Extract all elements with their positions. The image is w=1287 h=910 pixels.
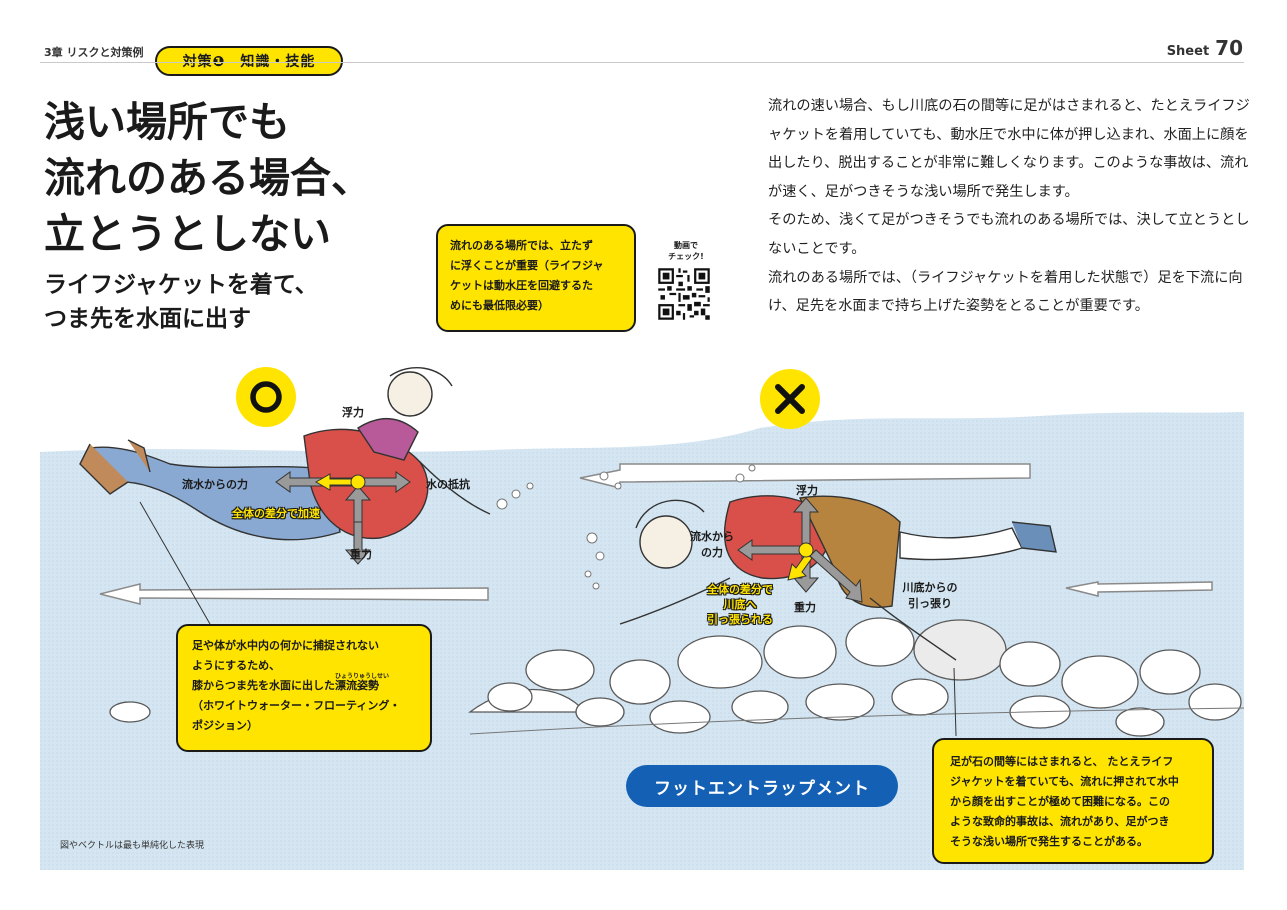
subtitle-line: つま先を水面に出す [44,306,251,332]
callout-pointer-left [139,501,211,625]
qr-block: 動画で チェック! [656,240,716,326]
category-badge: 対策❶ 知識・技能 [155,46,343,76]
label-line: 全体の差分で [707,583,773,596]
qr-label: 動画で チェック! [656,240,716,262]
sheet-num: 70 [1215,36,1243,60]
body-paragraph: 流れのある場所では、（ライフジャケットを着用した状態で）足を下流に向け、足先を水… [768,269,1243,315]
tip-note: 流れのある場所では、立たず に浮くことが重要（ライフジャ ケットは動水圧を回避す… [436,224,636,332]
qr-label-line: チェック! [668,252,704,261]
subtitle-line: ライフジャケットを着て、 [44,272,318,298]
callout-line: から顔を出すことが極めて困難になる。この [950,795,1170,808]
flow-arrow-left [99,583,489,605]
callout-line: 足が石の間等にはさまれると、 たとえライフ [950,755,1174,768]
callout-line: ジャケットを着ていても、流れに押されて水中 [950,775,1179,788]
correct-symbol-bg [236,367,296,427]
tip-line: めにも最低限必要） [450,299,549,312]
flow-arrow-right [1065,581,1213,597]
wrong-icon [775,384,805,414]
label-current-left: 流水からの力 [182,478,248,491]
force-down-arrow [344,521,372,565]
label-line: の力 [701,546,723,559]
label-line: 川底へ [723,598,757,611]
callout-pointer-right [953,667,957,737]
callout-text: 膝からつま先を水面に出した [192,679,335,692]
ruby-base: 漂流姿勢 [335,679,379,692]
body-paragraph: 流れの速い場合、もし川底の石の間等に足がはさまれると、たとえライフジャケットを着… [768,98,1250,200]
callout-line: ポジション） [192,719,258,732]
body-text: 流れの速い場合、もし川底の石の間等に足がはさまれると、たとえライフジャケットを着… [768,92,1254,321]
title-line: 流れのある場合、 [44,154,372,202]
tip-line: ケットは動水圧を回避するた [450,279,593,292]
flow-arrow-top-right [579,463,1031,489]
page-subtitle: ライフジャケットを着て、 つま先を水面に出す [44,268,384,336]
callout-line: （ホワイトウォーター・フローティング・ [192,699,401,712]
qr-label-line: 動画で [674,241,698,250]
qr-code-icon[interactable] [656,266,712,322]
label-riverbed-right: 川底からの 引っ張り [890,580,970,612]
callout-line: そうな浅い場所で発生することがある。 [950,835,1148,848]
sheet-label: Sheet [1166,44,1210,59]
tip-line: に浮くことが重要（ライフジャ [450,259,604,272]
force-vectors-left [275,471,411,565]
label-resistance-left: 水の抵抗 [426,478,470,491]
callout-line: ような致命的事故は、流れがあり、足がつき [950,815,1170,828]
river-illustration [40,367,1244,870]
callout-line: 足や体が水中内の何かに捕捉されない [192,639,379,652]
callout-line: ようにするため、 [192,659,281,672]
callout-foot-entrapment: 足が石の間等にはさまれると、 たとえライフ ジャケットを着ていても、流れに押され… [932,738,1214,864]
ruby-reading: ひょうりゅうしせい [335,673,390,680]
label-line: 引っ張り [908,597,952,610]
body-paragraph: そのため、浅くて足がつきそうでも流れのある場所では、決して立とうとしないことです… [768,212,1250,257]
chapter-label: 3章 リスクと対策例 [44,46,144,59]
label-line: 川底からの [902,581,958,594]
page-title: 浅い場所でも 流れのある場合、 立とうとしない [44,94,424,262]
bubbles-right [584,464,756,590]
label-current-right: 流水から の力 [682,529,742,561]
label-gravity-left: 重力 [350,548,372,561]
force-riverbed-arrow [809,549,863,603]
label-buoyancy-left: 浮力 [342,406,364,419]
correct-icon [250,381,282,413]
title-line: 立とうとしない [44,210,331,258]
label-line: 引っ張られる [707,613,773,626]
bubbles-left [496,482,534,510]
header-divider [40,62,1244,63]
force-origin-dot [350,474,366,490]
label-line: 流水から [690,530,734,543]
label-gravity-right: 重力 [794,601,816,614]
footnote: 図やベクトルは最も単純化した表現 [60,841,205,851]
force-origin-dot [798,542,814,558]
label-net-left: 全体の差分で加速 [232,507,320,520]
force-vectors-right [737,497,863,603]
sheet-number: Sheet 70 [1167,36,1243,60]
label-buoyancy-right: 浮力 [796,484,818,497]
ruby-term: ひょうりゅうしせい漂流姿勢 [335,673,389,696]
callout-line: 膝からつま先を水面に出したひょうりゅうしせい漂流姿勢 [192,673,416,696]
title-line: 浅い場所でも [44,98,290,146]
label-net-right: 全体の差分で 川底へ 引っ張られる [690,582,790,627]
foot-entrapment-badge: フットエントラップメント [626,765,898,807]
callout-floating-position: 足や体が水中内の何かに捕捉されない ようにするため、 膝からつま先を水面に出した… [176,624,432,752]
tip-line: 流れのある場所では、立たず [450,239,593,252]
